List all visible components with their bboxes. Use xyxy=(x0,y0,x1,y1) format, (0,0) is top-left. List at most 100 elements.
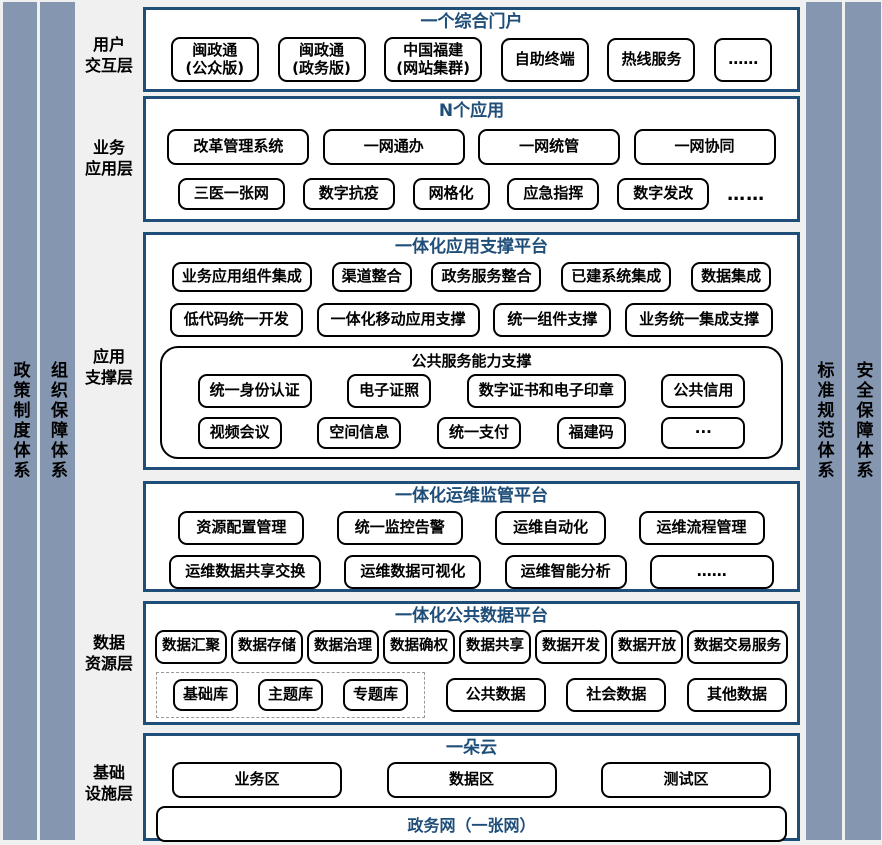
item-box: 政务服务整合 xyxy=(431,262,542,292)
item-box: 业务区 xyxy=(172,762,342,798)
item-box: 运维数据可视化 xyxy=(344,555,482,589)
pillar-security-label: 安全保障体系 xyxy=(852,361,873,481)
app-support-row-1: 业务应用组件集成 渠道整合 政务服务整合 已建系统集成 数据集成 xyxy=(146,262,797,292)
portal-items-row: 闽政通 (公众版) 闽政通 (政务版) 中国福建 (网站集群) 自助终端 热线服… xyxy=(146,37,797,83)
item-box: 运维自动化 xyxy=(495,511,607,545)
item-box: 已建系统集成 xyxy=(561,262,672,292)
item-box: 公共数据 xyxy=(445,678,546,712)
data-platform-row-1: 数据汇聚 数据存储 数据治理 数据确权 数据共享 数据开发 数据开放 数据交易服… xyxy=(146,630,797,664)
item-box: 一体化移动应用支撑 xyxy=(316,303,480,337)
item-box: 公共信用 xyxy=(661,374,746,408)
item-box: 社会数据 xyxy=(566,678,667,712)
item-box: 低代码统一开发 xyxy=(169,303,303,337)
item-box: 网格化 xyxy=(412,178,490,210)
layer-label-app-support: 应用 支撑层 xyxy=(84,347,133,387)
item-box: 空间信息 xyxy=(317,417,402,449)
item-box: 运维数据共享交换 xyxy=(169,555,322,589)
layer-label-user-interaction: 用户 交互层 xyxy=(84,35,133,75)
item-box: 渠道整合 xyxy=(331,262,412,292)
item-box: 闽政通 (公众版) xyxy=(170,37,259,83)
government-network-box: 政务网（一张网） xyxy=(156,806,787,842)
section-data-platform-title: 一体化公共数据平台 xyxy=(395,606,548,626)
item-box: 数据共享 xyxy=(459,630,531,664)
item-box: 一网协同 xyxy=(633,129,776,165)
item-box: 其他数据 xyxy=(686,678,787,712)
item-box: 视频会议 xyxy=(197,417,282,449)
item-box: 业务统一集成支撑 xyxy=(625,303,774,337)
item-box: 自助终端 xyxy=(500,37,589,82)
item-box: 数据确权 xyxy=(383,630,455,664)
item-box: 统一身份认证 xyxy=(197,374,312,408)
library-dashed-group: 基础库 主题库 专题库 xyxy=(156,672,426,718)
public-services-row-1: 统一身份认证 电子证照 数字证书和电子印章 公共信用 xyxy=(162,374,781,408)
item-box: 数据治理 xyxy=(307,630,379,664)
layer-label-infrastructure: 基础 设施层 xyxy=(84,763,133,803)
item-box: 数据开放 xyxy=(611,630,683,664)
section-app-support: 一体化应用支撑平台 业务应用组件集成 渠道整合 政务服务整合 已建系统集成 数据… xyxy=(143,232,800,470)
item-box: 热线服务 xyxy=(607,37,696,82)
item-box: 电子证照 xyxy=(347,374,432,408)
pillar-standards-label: 标准规范体系 xyxy=(813,361,834,481)
pillar-policy-label: 政策制度体系 xyxy=(9,361,30,481)
item-box: 三医一张网 xyxy=(177,178,285,210)
item-box: 测试区 xyxy=(601,762,771,798)
item-box: 业务应用组件集成 xyxy=(171,262,312,292)
layer-label-data-resource: 数据 资源层 xyxy=(84,633,133,673)
item-box: 数据存储 xyxy=(231,630,303,664)
apps-row-2: 三医一张网 数字抗疫 网格化 应急指挥 数字发改 …… xyxy=(146,178,797,210)
pillar-organization-system: 组织保障体系 xyxy=(40,2,75,840)
item-box: 数据开发 xyxy=(535,630,607,664)
item-box-ellipsis: …… xyxy=(649,555,774,589)
public-services-group: 公共服务能力支撑 统一身份认证 电子证照 数字证书和电子印章 公共信用 视频会议… xyxy=(160,346,783,459)
layer-label-business-app: 业务 应用层 xyxy=(84,138,133,178)
item-box: 闽政通 (政务版) xyxy=(277,37,366,83)
item-box: 改革管理系统 xyxy=(167,129,310,165)
ops-row-1: 资源配置管理 统一监控告警 运维自动化 运维流程管理 xyxy=(146,511,797,545)
item-box: 数字发改 xyxy=(617,178,710,210)
section-ops: 一体化运维监管平台 资源配置管理 统一监控告警 运维自动化 运维流程管理 运维数… xyxy=(143,481,800,592)
app-support-row-2: 低代码统一开发 一体化移动应用支撑 统一组件支撑 业务统一集成支撑 xyxy=(146,303,797,337)
item-box: 数据集成 xyxy=(691,262,772,292)
section-app-support-title: 一体化应用支撑平台 xyxy=(395,237,548,257)
section-cloud: 一朵云 业务区 数据区 测试区 政务网（一张网） xyxy=(143,733,800,842)
public-services-row-2: 视频会议 空间信息 统一支付 福建码 ··· xyxy=(162,417,781,449)
pillar-security-system: 安全保障体系 xyxy=(845,2,881,840)
section-apps-title: N个应用 xyxy=(438,101,505,121)
item-box: 运维智能分析 xyxy=(504,555,627,589)
item-box: 数字抗疫 xyxy=(302,178,395,210)
item-box: 数据区 xyxy=(386,762,557,798)
item-box: 专题库 xyxy=(343,679,409,711)
item-box: 统一支付 xyxy=(437,417,522,449)
section-apps: N个应用 改革管理系统 一网通办 一网统管 一网协同 三医一张网 数字抗疫 网格… xyxy=(143,96,800,222)
ops-row-2: 运维数据共享交换 运维数据可视化 运维智能分析 …… xyxy=(146,555,797,589)
item-box: 统一监控告警 xyxy=(336,511,463,545)
data-platform-row-2: 基础库 主题库 专题库 公共数据 社会数据 其他数据 xyxy=(146,672,797,718)
section-data-platform: 一体化公共数据平台 数据汇聚 数据存储 数据治理 数据确权 数据共享 数据开发 … xyxy=(143,601,800,725)
item-box: 中国福建 (网站集群) xyxy=(384,37,482,83)
ellipsis-text: …… xyxy=(727,183,766,205)
pillar-policy-system: 政策制度体系 xyxy=(3,2,37,840)
section-cloud-title: 一朵云 xyxy=(446,738,497,758)
item-box: 主题库 xyxy=(258,679,324,711)
item-box: 一网统管 xyxy=(478,129,621,165)
item-box: 应急指挥 xyxy=(507,178,600,210)
section-ops-title: 一体化运维监管平台 xyxy=(395,486,548,506)
item-box: 数据汇聚 xyxy=(155,630,227,664)
item-box: 一网通办 xyxy=(322,129,465,165)
item-box: 福建码 xyxy=(556,417,626,449)
item-box-ellipsis: ··· xyxy=(661,417,746,449)
item-box: 数据交易服务 xyxy=(687,630,788,664)
item-box: 基础库 xyxy=(173,679,239,711)
pillar-organization-label: 组织保障体系 xyxy=(47,361,67,481)
public-services-title: 公共服务能力支撑 xyxy=(411,352,532,370)
pillar-standards-system: 标准规范体系 xyxy=(806,2,842,840)
section-portal-title: 一个综合门户 xyxy=(420,12,523,32)
item-box-ellipsis: …… xyxy=(714,37,773,82)
apps-row-1: 改革管理系统 一网通办 一网统管 一网协同 xyxy=(146,129,797,165)
item-box: 资源配置管理 xyxy=(178,511,305,545)
item-box: 统一组件支撑 xyxy=(493,303,612,337)
section-portal: 一个综合门户 闽政通 (公众版) 闽政通 (政务版) 中国福建 (网站集群) 自… xyxy=(143,7,800,92)
item-box: 运维流程管理 xyxy=(638,511,765,545)
item-box: 数字证书和电子印章 xyxy=(466,374,626,408)
cloud-zones-row: 业务区 数据区 测试区 xyxy=(146,762,797,798)
